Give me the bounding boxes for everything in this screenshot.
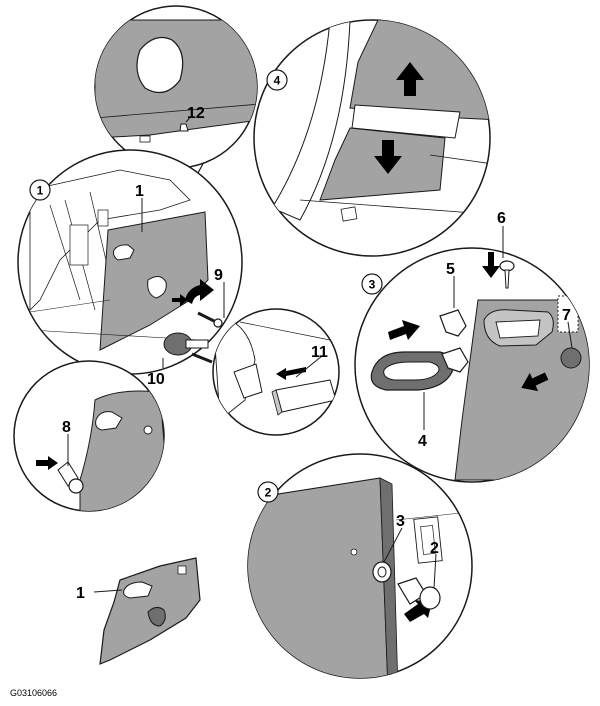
callout-1: 1 xyxy=(135,183,144,200)
arrow-right-icon xyxy=(36,456,58,470)
arrow-down-icon xyxy=(482,252,500,278)
strip xyxy=(351,104,461,139)
handle-recess xyxy=(95,411,123,431)
clip-12-icon xyxy=(179,123,189,132)
callout-5: 5 xyxy=(446,261,455,278)
arrow-down-icon xyxy=(374,140,402,174)
clip-5-icon xyxy=(439,309,469,373)
step-1-badge xyxy=(29,179,51,201)
callout-12: 12 xyxy=(187,105,205,122)
callout-1-panel: 1 xyxy=(76,585,85,602)
callout-2: 2 xyxy=(430,540,439,557)
handle-recess xyxy=(123,581,153,599)
cap-7-icon xyxy=(560,347,582,369)
step-3-badge xyxy=(361,273,383,295)
callout-11: 11 xyxy=(311,344,328,361)
step-4-label: 4 xyxy=(274,74,281,88)
arrow-right-icon xyxy=(172,294,188,306)
detail-step-1: 1 1 9 xyxy=(17,149,243,375)
detail-step-4: 4 xyxy=(253,19,491,257)
clip-2-icon xyxy=(397,577,441,610)
clip-8-icon xyxy=(57,461,84,494)
handle-bezel-4-icon xyxy=(370,351,454,391)
curved-arrow-icon xyxy=(185,279,214,304)
step-3-label: 3 xyxy=(369,278,376,292)
handle-recess xyxy=(113,244,135,261)
callout-9: 9 xyxy=(214,267,223,284)
washer-3-icon xyxy=(372,561,392,583)
detail-step-2: 2 3 2 xyxy=(247,453,473,679)
clip-10-icon xyxy=(163,332,213,364)
step-2-label: 2 xyxy=(265,486,272,500)
step-4-badge xyxy=(266,69,288,91)
mount-clip xyxy=(233,363,263,399)
arrow-left-icon xyxy=(276,367,306,380)
screw-9-icon xyxy=(197,311,223,328)
callout-7: 7 xyxy=(562,307,571,324)
arrow-right-icon xyxy=(388,320,420,340)
arrow-up-icon xyxy=(396,62,424,96)
step-2-badge xyxy=(257,481,279,503)
detail-clip-10-11: 11 10 xyxy=(147,308,340,436)
callout-3: 3 xyxy=(396,513,405,530)
upper-trim-panel xyxy=(349,20,490,121)
callout-10: 10 xyxy=(147,371,165,388)
panel-hole xyxy=(147,276,167,299)
removed-trim-panel: 1 xyxy=(76,557,201,665)
panel-hole xyxy=(147,606,166,627)
arrow-left-icon xyxy=(521,372,549,392)
trim-panel-edge xyxy=(248,477,389,678)
step-1-label: 1 xyxy=(37,184,44,198)
callout-8: 8 xyxy=(62,419,71,436)
detail-step-3: 3 5 6 7 4 xyxy=(354,210,590,483)
callout-6: 6 xyxy=(497,210,506,227)
detail-clip-12: 12 xyxy=(94,5,258,291)
figure-code: G03106066 xyxy=(10,688,57,698)
callout-4: 4 xyxy=(418,433,427,450)
panel-opening xyxy=(136,37,184,94)
